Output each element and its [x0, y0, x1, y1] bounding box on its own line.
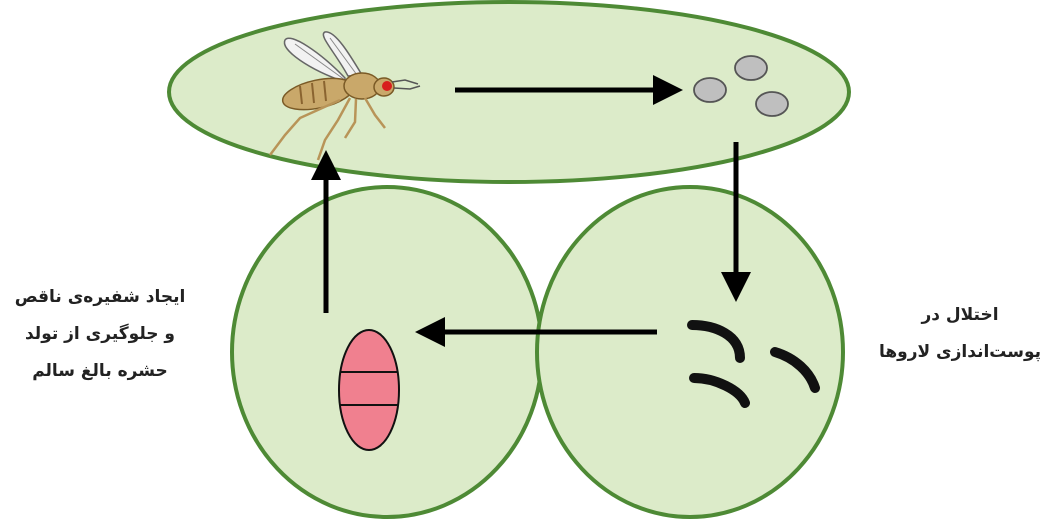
pupa-icon: [338, 329, 400, 451]
egg-cluster-icon: [693, 55, 789, 117]
pupa-effect-label: ایجاد شفیره‌ی ناقص و جلوگیری از تولد حشر…: [0, 279, 200, 390]
pupa-effect-line-1: ایجاد شفیره‌ی ناقص: [14, 287, 186, 307]
larva-icon: [687, 320, 820, 408]
fly-icon: [269, 31, 421, 161]
pupa-effect-line-3: حشره بالغ سالم: [32, 361, 168, 381]
larva-effect-line-1: اختلال در: [921, 305, 999, 325]
larva-stage-cell: [535, 185, 845, 519]
larva-effect-line-2: پوست‌اندازی لاروها: [878, 342, 1042, 362]
pupa-effect-line-2: و جلوگیری از تولد: [24, 324, 175, 344]
larva-effect-label: اختلال در پوست‌اندازی لاروها: [860, 297, 1058, 371]
